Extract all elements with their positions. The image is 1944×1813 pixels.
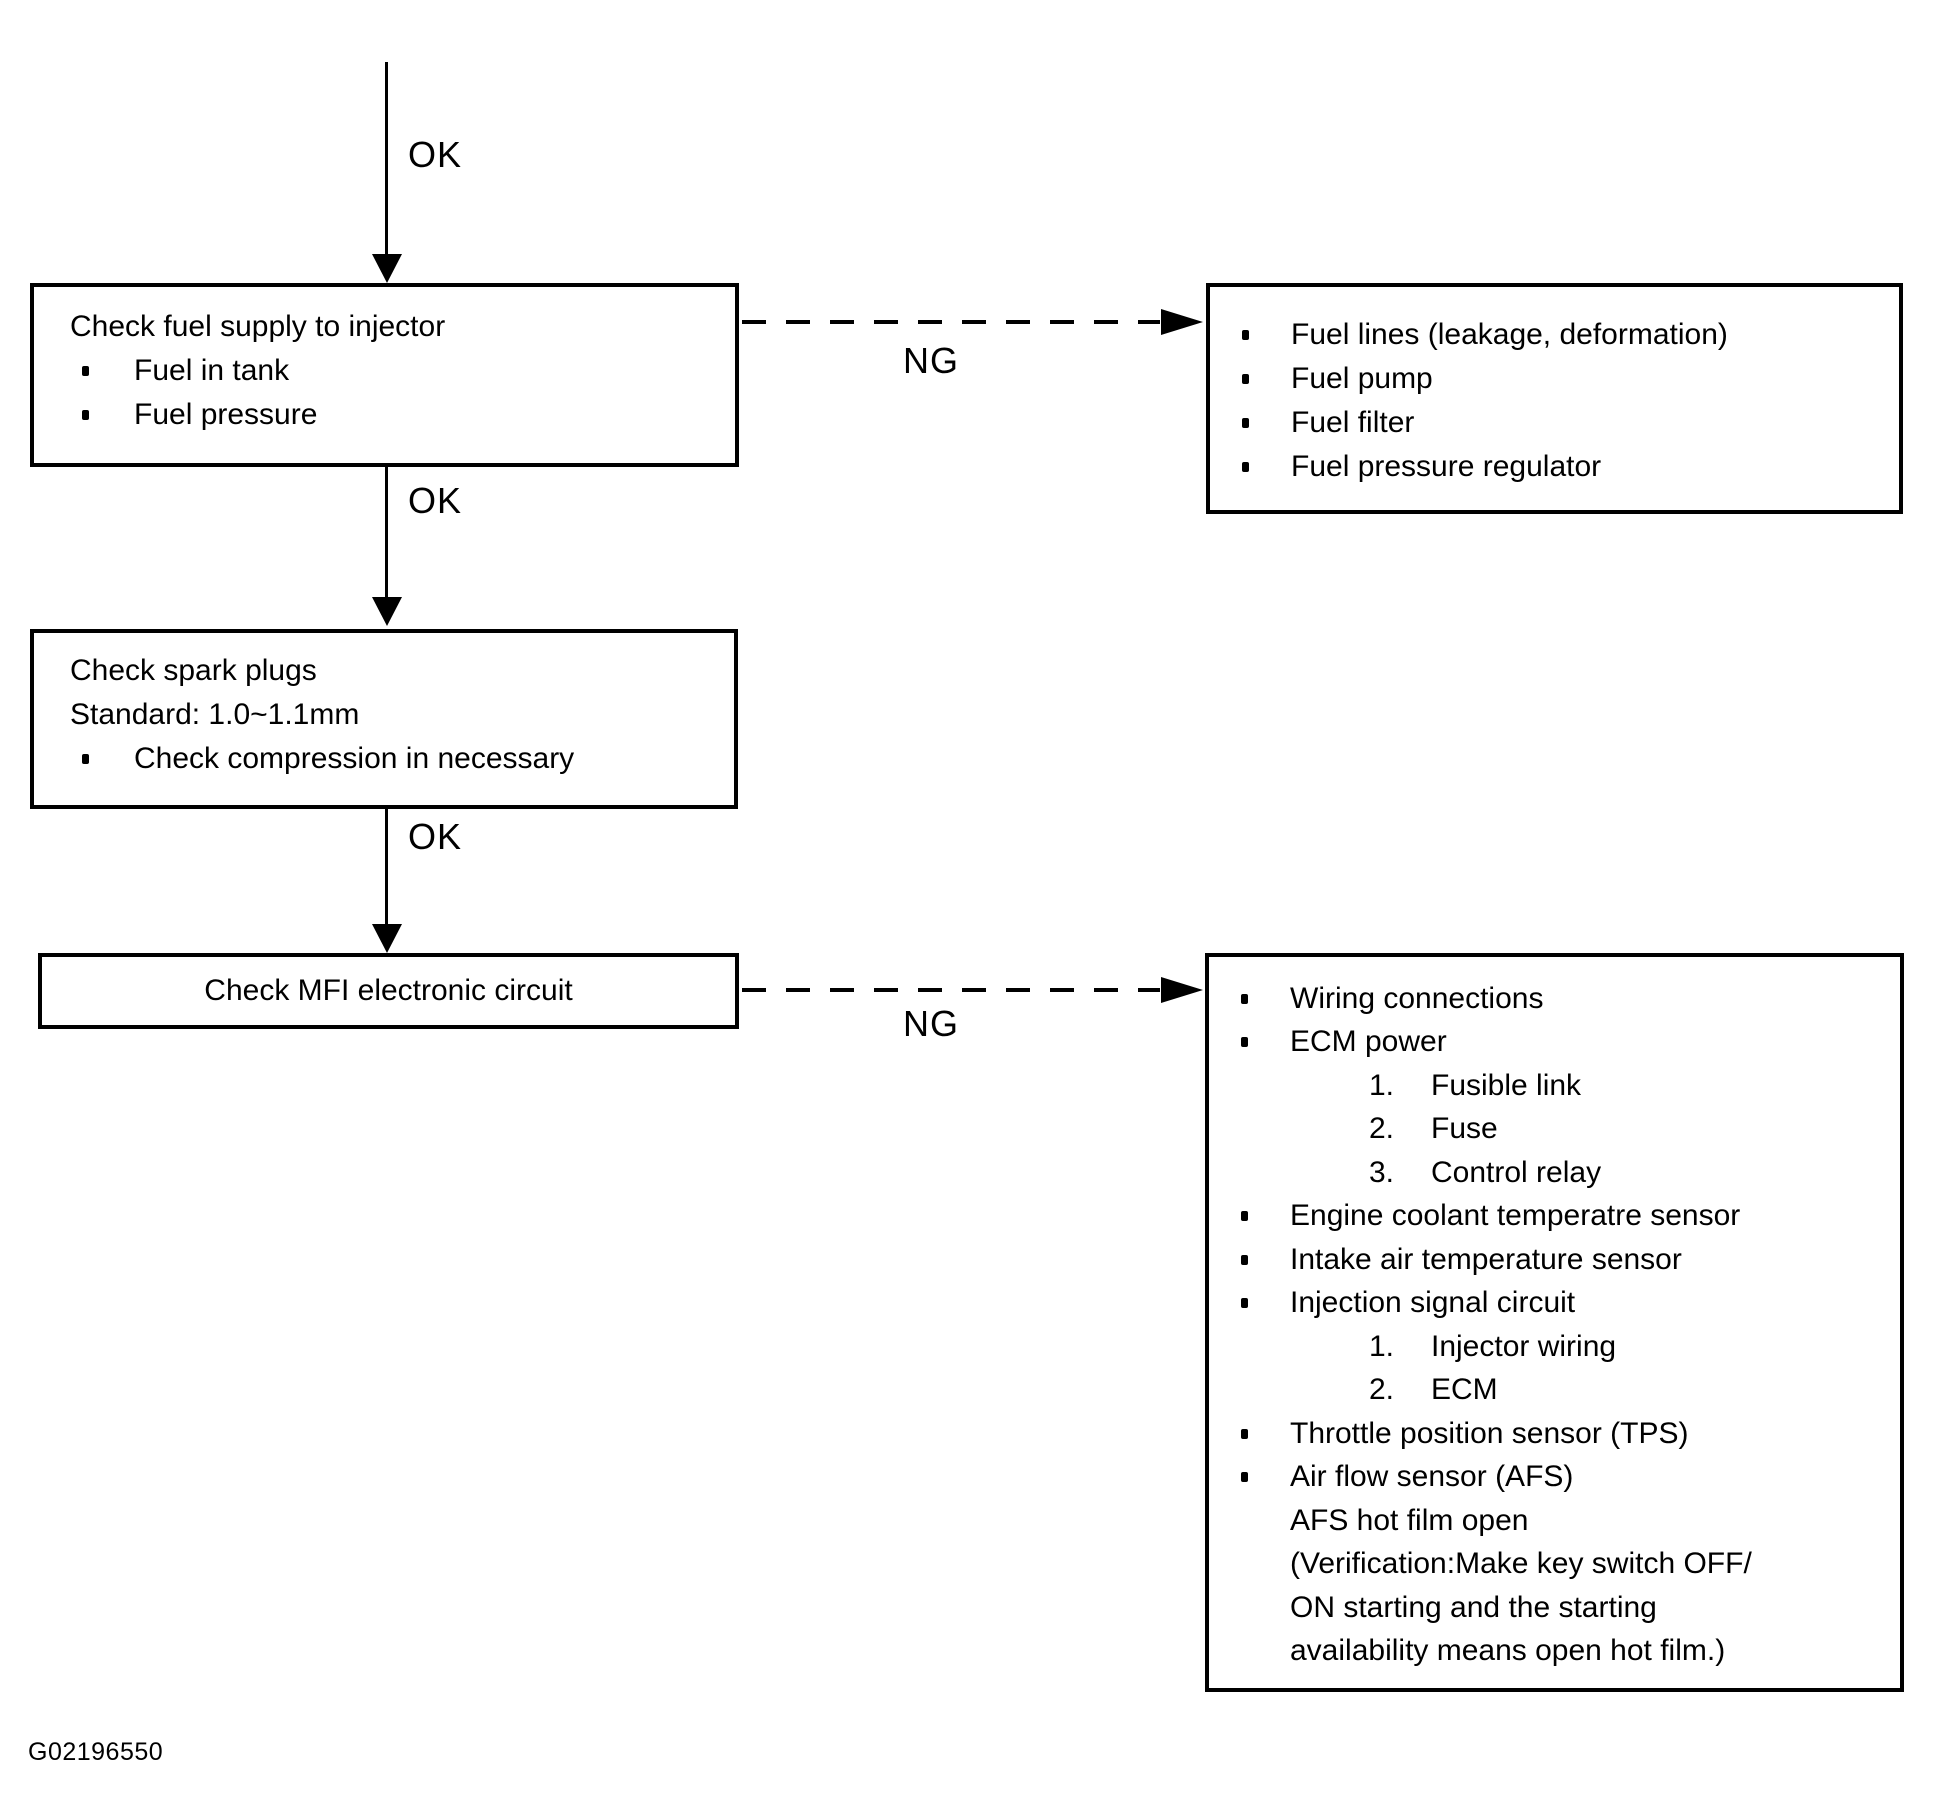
- list-item-text: Check spark plugs: [70, 654, 317, 687]
- list-item-text: ECM: [1431, 1373, 1498, 1407]
- list-number: 1.: [1369, 1068, 1395, 1102]
- list-item: 2. Fuse: [1289, 1108, 1498, 1152]
- list-item: 1. Fusible link: [1289, 1064, 1581, 1108]
- arrowhead-right-icon: [1161, 309, 1203, 335]
- list-item-text: Control relay: [1431, 1155, 1602, 1189]
- list-item-text: Injection signal circuit: [1290, 1286, 1576, 1320]
- flow-line-step2-step3: [385, 809, 388, 925]
- list-item-text: Standard: 1.0~1.1mm: [70, 698, 360, 731]
- list-item-text: Wiring connections: [1290, 981, 1544, 1015]
- list-item: Fuel pump: [1210, 357, 1899, 401]
- list-item: Intake air temperature sensor: [1209, 1238, 1900, 1282]
- arrowhead-down-icon: [372, 254, 402, 283]
- list-item-text: ECM power: [1290, 1025, 1447, 1059]
- list-item: Throttle position sensor (TPS): [1209, 1412, 1900, 1456]
- bullet-icon: [1241, 1298, 1248, 1309]
- list-item: ECM power: [1209, 1021, 1900, 1065]
- list-item-text: AFS hot film open: [1290, 1503, 1529, 1537]
- list-item: Fuel filter: [1210, 401, 1899, 445]
- list-item: Fuel pressure regulator: [1210, 445, 1899, 489]
- list-item: Fuel lines (leakage, deformation): [1210, 313, 1899, 357]
- bullet-icon: [1241, 1472, 1248, 1483]
- list-item-text: Fuel filter: [1291, 406, 1415, 439]
- list-number: 3.: [1369, 1155, 1395, 1189]
- ng-label-top: NG: [903, 340, 959, 381]
- ok-label-bottom: OK: [408, 816, 463, 857]
- list-item: Wiring connections: [1209, 977, 1900, 1021]
- list-item-text: Throttle position sensor (TPS): [1290, 1416, 1689, 1450]
- list-item: Standard: 1.0~1.1mm: [34, 693, 734, 737]
- arrowhead-right-icon: [1161, 977, 1203, 1003]
- list-item-text: Check fuel supply to injector: [70, 310, 446, 343]
- bullet-icon: [1242, 462, 1249, 472]
- list-item-text: Check compression in necessary: [134, 742, 575, 775]
- list-number: 1.: [1369, 1329, 1395, 1363]
- list-item: (Verification:Make key switch OFF/: [1209, 1543, 1900, 1587]
- list-item: AFS hot film open: [1209, 1499, 1900, 1543]
- ng-label-bottom: NG: [903, 1003, 959, 1044]
- step-box-title: Check MFI electronic circuit: [204, 974, 573, 1007]
- list-item-text: Fuel pressure regulator: [1291, 450, 1602, 483]
- arrowhead-down-icon: [372, 924, 402, 953]
- bullet-icon: [82, 366, 89, 376]
- list-item: Check spark plugs: [34, 649, 734, 693]
- bullet-icon: [1242, 330, 1249, 340]
- list-item-text: Injector wiring: [1431, 1329, 1617, 1363]
- list-item: Check compression in necessary: [34, 737, 734, 781]
- list-item: 3. Control relay: [1289, 1151, 1601, 1195]
- flow-line-step1-step2: [385, 467, 388, 599]
- list-item-text: (Verification:Make key switch OFF/: [1290, 1547, 1752, 1581]
- list-item-text: availability means open hot film.): [1290, 1634, 1726, 1668]
- list-item-text: Fuel pressure: [134, 398, 318, 431]
- list-item-text: Intake air temperature sensor: [1290, 1242, 1682, 1276]
- list-item-text: ON starting and the starting: [1290, 1590, 1657, 1624]
- list-number: 2.: [1369, 1112, 1395, 1146]
- bullet-icon: [1241, 993, 1248, 1004]
- bullet-icon: [1241, 1211, 1248, 1222]
- list-item-text: Fuse: [1431, 1112, 1498, 1146]
- bullet-icon: [82, 754, 89, 764]
- list-item: availability means open hot film.): [1209, 1630, 1900, 1674]
- bullet-icon: [1241, 1254, 1248, 1265]
- dashed-connector-fuel-ng: [742, 320, 1160, 324]
- list-item: 2. ECM: [1289, 1369, 1498, 1413]
- bullet-icon: [1242, 374, 1249, 384]
- list-item: Air flow sensor (AFS): [1209, 1456, 1900, 1500]
- list-item-text: Fusible link: [1431, 1068, 1582, 1102]
- list-item: Engine coolant temperatre sensor: [1209, 1195, 1900, 1239]
- list-item-text: Fuel pump: [1291, 362, 1433, 395]
- ng-box-fuel-system: Fuel lines (leakage, deformation) Fuel pu…: [1206, 283, 1903, 514]
- step-box-mfi-circuit: Check MFI electronic circuit: [38, 953, 739, 1029]
- list-item-text: Fuel lines (leakage, deformation): [1291, 318, 1728, 351]
- list-item: Fuel pressure: [34, 393, 735, 437]
- list-item: Fuel in tank: [34, 349, 735, 393]
- dashed-connector-mfi-ng: [742, 988, 1160, 992]
- bullet-icon: [1242, 418, 1249, 428]
- list-item: Check fuel supply to injector: [34, 305, 735, 349]
- bullet-icon: [82, 410, 89, 420]
- list-item: 1. Injector wiring: [1289, 1325, 1616, 1369]
- list-item-text: Fuel in tank: [134, 354, 290, 387]
- bullet-icon: [1241, 1428, 1248, 1439]
- ok-label-top: OK: [408, 134, 463, 175]
- list-item-text: Air flow sensor (AFS): [1290, 1460, 1574, 1494]
- list-number: 2.: [1369, 1373, 1395, 1407]
- bullet-icon: [1241, 1037, 1248, 1048]
- figure-id: G02196550: [28, 1738, 164, 1766]
- list-item: Injection signal circuit: [1209, 1282, 1900, 1326]
- flow-line-top: [385, 62, 388, 256]
- ok-label-mid: OK: [408, 480, 463, 521]
- arrowhead-down-icon: [372, 597, 402, 626]
- list-item-text: Engine coolant temperatre sensor: [1290, 1199, 1741, 1233]
- list-item: ON starting and the starting: [1209, 1586, 1900, 1630]
